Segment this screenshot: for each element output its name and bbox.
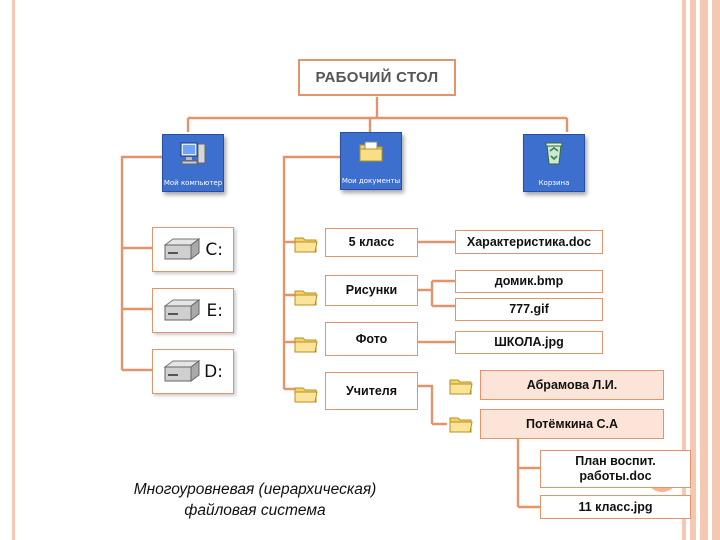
folder-photo[interactable]: Фото <box>325 322 418 356</box>
folder-abramova[interactable]: Абрамова Л.И. <box>480 370 664 400</box>
page-frame-left <box>12 0 15 540</box>
folder-photo-label: Фото <box>355 331 388 346</box>
folder-icon <box>449 417 473 433</box>
file-777[interactable]: 777.gif <box>455 298 603 321</box>
drive-d-label: D: <box>204 361 223 382</box>
file-house-label: домик.bmp <box>494 274 564 288</box>
file-characteristic[interactable]: Характеристика.doc <box>455 230 603 254</box>
recycle-bin-icon[interactable]: Корзина <box>523 134 585 192</box>
file-class11[interactable]: 11 класс.jpg <box>540 495 691 519</box>
folder-icon <box>294 290 318 306</box>
caption-line-1: Многоуровневая (иерархическая) <box>133 481 377 498</box>
documents-folder-icon <box>359 141 383 162</box>
folder-grade5[interactable]: 5 класс <box>325 228 418 257</box>
caption-line-2: файловая система <box>184 502 326 519</box>
computer-icon <box>180 142 206 165</box>
folder-icon <box>449 379 473 395</box>
file-777-label: 777.gif <box>509 302 549 316</box>
file-house[interactable]: домик.bmp <box>455 270 603 293</box>
folder-teachers-label: Учителя <box>345 383 398 398</box>
diagram-caption: Многоуровневая (иерархическая) файловая … <box>100 479 410 521</box>
drive-c-label: C: <box>205 239 223 260</box>
recycle-bin-caption: Корзина <box>538 178 570 187</box>
drive-d[interactable]: D: <box>152 349 234 394</box>
hard-drive-icon <box>163 298 201 321</box>
my-computer-icon[interactable]: Мой компьютер <box>162 134 224 192</box>
file-plan-label: План воспит. работы.doc <box>575 454 656 483</box>
file-school[interactable]: ШКОЛА.jpg <box>455 331 603 354</box>
my-computer-caption: Мой компьютер <box>163 178 223 187</box>
decorative-stripes <box>682 0 720 540</box>
hard-drive-icon <box>163 359 201 382</box>
my-documents-caption: Мои документы <box>341 176 401 185</box>
folder-icon <box>294 387 318 403</box>
folder-teachers[interactable]: Учителя <box>325 372 418 410</box>
folder-potemkina[interactable]: Потёмкина С.А <box>480 409 664 439</box>
folder-icon <box>294 337 318 353</box>
my-documents-icon[interactable]: Мои документы <box>340 132 402 190</box>
root-desktop-box: РАБОЧИЙ СТОЛ <box>298 59 456 96</box>
file-characteristic-label: Характеристика.doc <box>466 234 592 249</box>
folder-potemkina-label: Потёмкина С.А <box>525 416 619 431</box>
recycle-bin-glyph-icon <box>545 142 563 165</box>
folder-abramova-label: Абрамова Л.И. <box>526 377 618 392</box>
folder-icon <box>294 237 318 253</box>
drive-e[interactable]: E: <box>152 288 234 333</box>
file-class11-label: 11 класс.jpg <box>578 499 653 514</box>
drive-e-label: E: <box>206 300 223 321</box>
root-label: РАБОЧИЙ СТОЛ <box>315 68 439 86</box>
folder-pictures-label: Рисунки <box>345 283 398 297</box>
drive-c[interactable]: C: <box>152 227 234 272</box>
file-plan[interactable]: План воспит. работы.doc <box>540 450 691 488</box>
folder-grade5-label: 5 класс <box>348 235 395 249</box>
folder-pictures[interactable]: Рисунки <box>325 275 418 306</box>
file-school-label: ШКОЛА.jpg <box>494 335 564 349</box>
hard-drive-icon <box>163 237 201 260</box>
